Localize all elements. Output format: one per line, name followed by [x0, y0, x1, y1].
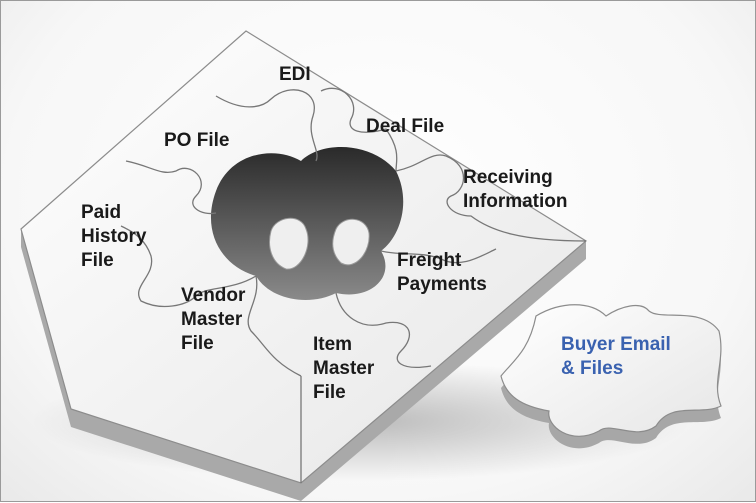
piece-label-paid-history-file: Paid History File — [81, 202, 147, 271]
piece-label-item-master-file: Item Master File — [313, 334, 375, 403]
piece-label-po-file: PO File — [164, 130, 230, 151]
piece-label-buyer-email-files: Buyer Email & Files — [561, 334, 671, 379]
seam-lines — [120, 87, 587, 483]
piece-label-deal-file: Deal File — [366, 116, 445, 137]
hole-knob-right — [332, 218, 370, 266]
piece-label-freight-payments: Freight Payments — [397, 250, 487, 295]
piece-label-vendor-master-file: Vendor Master File — [181, 285, 246, 354]
piece-label-edi: EDI — [279, 64, 311, 85]
piece-label-receiving-information: Receiving Information — [463, 167, 568, 212]
loose-piece-top — [500, 304, 722, 437]
hole-knob-left — [269, 217, 309, 270]
